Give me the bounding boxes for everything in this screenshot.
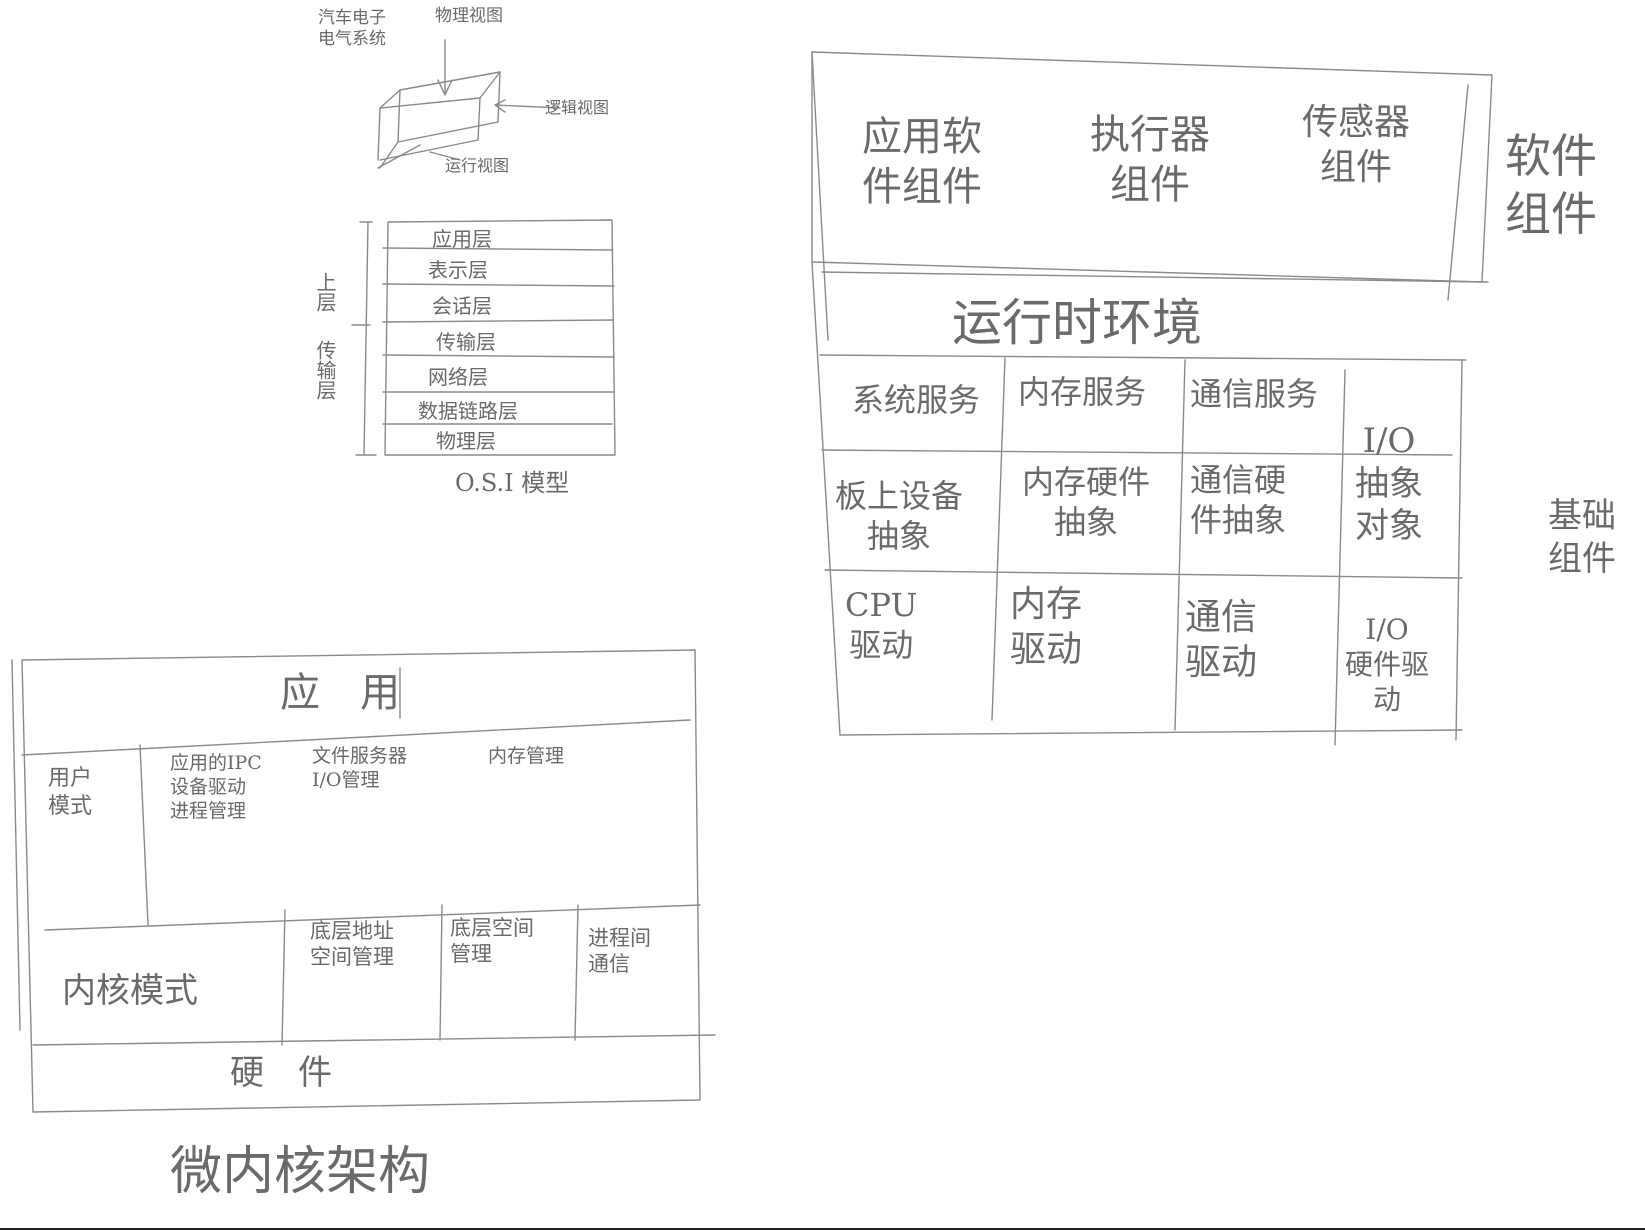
stack-software-components: 软件 组件 [1505,129,1597,241]
osi-upper-label: 上层 [313,272,337,312]
stack-comm-driver: 通信 驱动 [1185,597,1258,683]
stack-sensor-component: 传感器 组件 [1302,102,1411,188]
cube-sketch [377,39,561,169]
stack-commhw-abstraction: 通信硬 件抽象 [1190,461,1287,539]
stack-actuator-component: 执行器 组件 [1090,112,1210,208]
osi-layer-physical: 物理层 [436,429,496,453]
osi-layer-network: 网络层 [428,365,488,389]
osi-layer-transport: 传输层 [436,330,496,354]
mk-kernel-col3: 进程间 通信 [588,926,651,977]
mk-caption: 微内核架构 [170,1142,431,1202]
stack-io-hw-driver: I/O 硬件驱 动 [1345,613,1430,716]
mk-kernel-col2: 底层空间 管理 [450,916,534,967]
stack-comm-services: 通信服务 [1190,375,1319,413]
osi-caption: O.S.I 模型 [455,469,570,497]
osi-lower-label: 传输层 [313,340,337,400]
osi-layer-application: 应用层 [432,227,492,251]
osi-layer-presentation: 表示层 [428,258,488,282]
mk-user-col3: 内存管理 [488,745,565,767]
stack-runtime-env: 运行时环境 [952,294,1202,352]
stack-memory-driver: 内存 驱动 [1010,584,1083,670]
cube-runtime-view-label: 运行视图 [445,156,510,175]
mk-hardware: 硬 件 [230,1053,332,1093]
osi-layer-datalink: 数据链路层 [418,399,518,423]
osi-sketch [351,219,616,456]
mk-kernel-col1: 底层地址 空间管理 [310,919,394,970]
mk-application: 应 用 [280,670,400,716]
cube-physical-view-label: 物理视图 [435,6,503,26]
mk-user-col1: 应用的IPC 设备驱动 进程管理 [170,752,262,822]
stack-memhw-abstraction: 内存硬件 抽象 [1022,463,1151,541]
cube-system-label: 汽车电子 电气系统 [318,8,386,50]
stack-memory-services: 内存服务 [1018,373,1147,411]
stack-basic-components: 基础 组件 [1548,496,1616,579]
mk-kernel-mode: 内核模式 [62,971,198,1011]
stack-sketch [811,51,1493,746]
stack-io-abstraction: I/O 抽象 对象 [1355,421,1423,546]
stack-app-sw-component: 应用软 件组件 [862,114,982,210]
cube-logical-view-label: 逻辑视图 [545,98,610,117]
microkernel-sketch [11,649,716,1113]
mk-user-col2: 文件服务器 I/O管理 [312,745,408,791]
stack-system-services: 系统服务 [852,381,981,419]
stack-onboard-abstraction: 板上设备 抽象 [835,477,964,555]
osi-layer-session: 会话层 [432,294,492,318]
mk-user-mode: 用户 模式 [48,766,93,819]
stack-cpu-driver: CPU 驱动 [845,586,918,664]
